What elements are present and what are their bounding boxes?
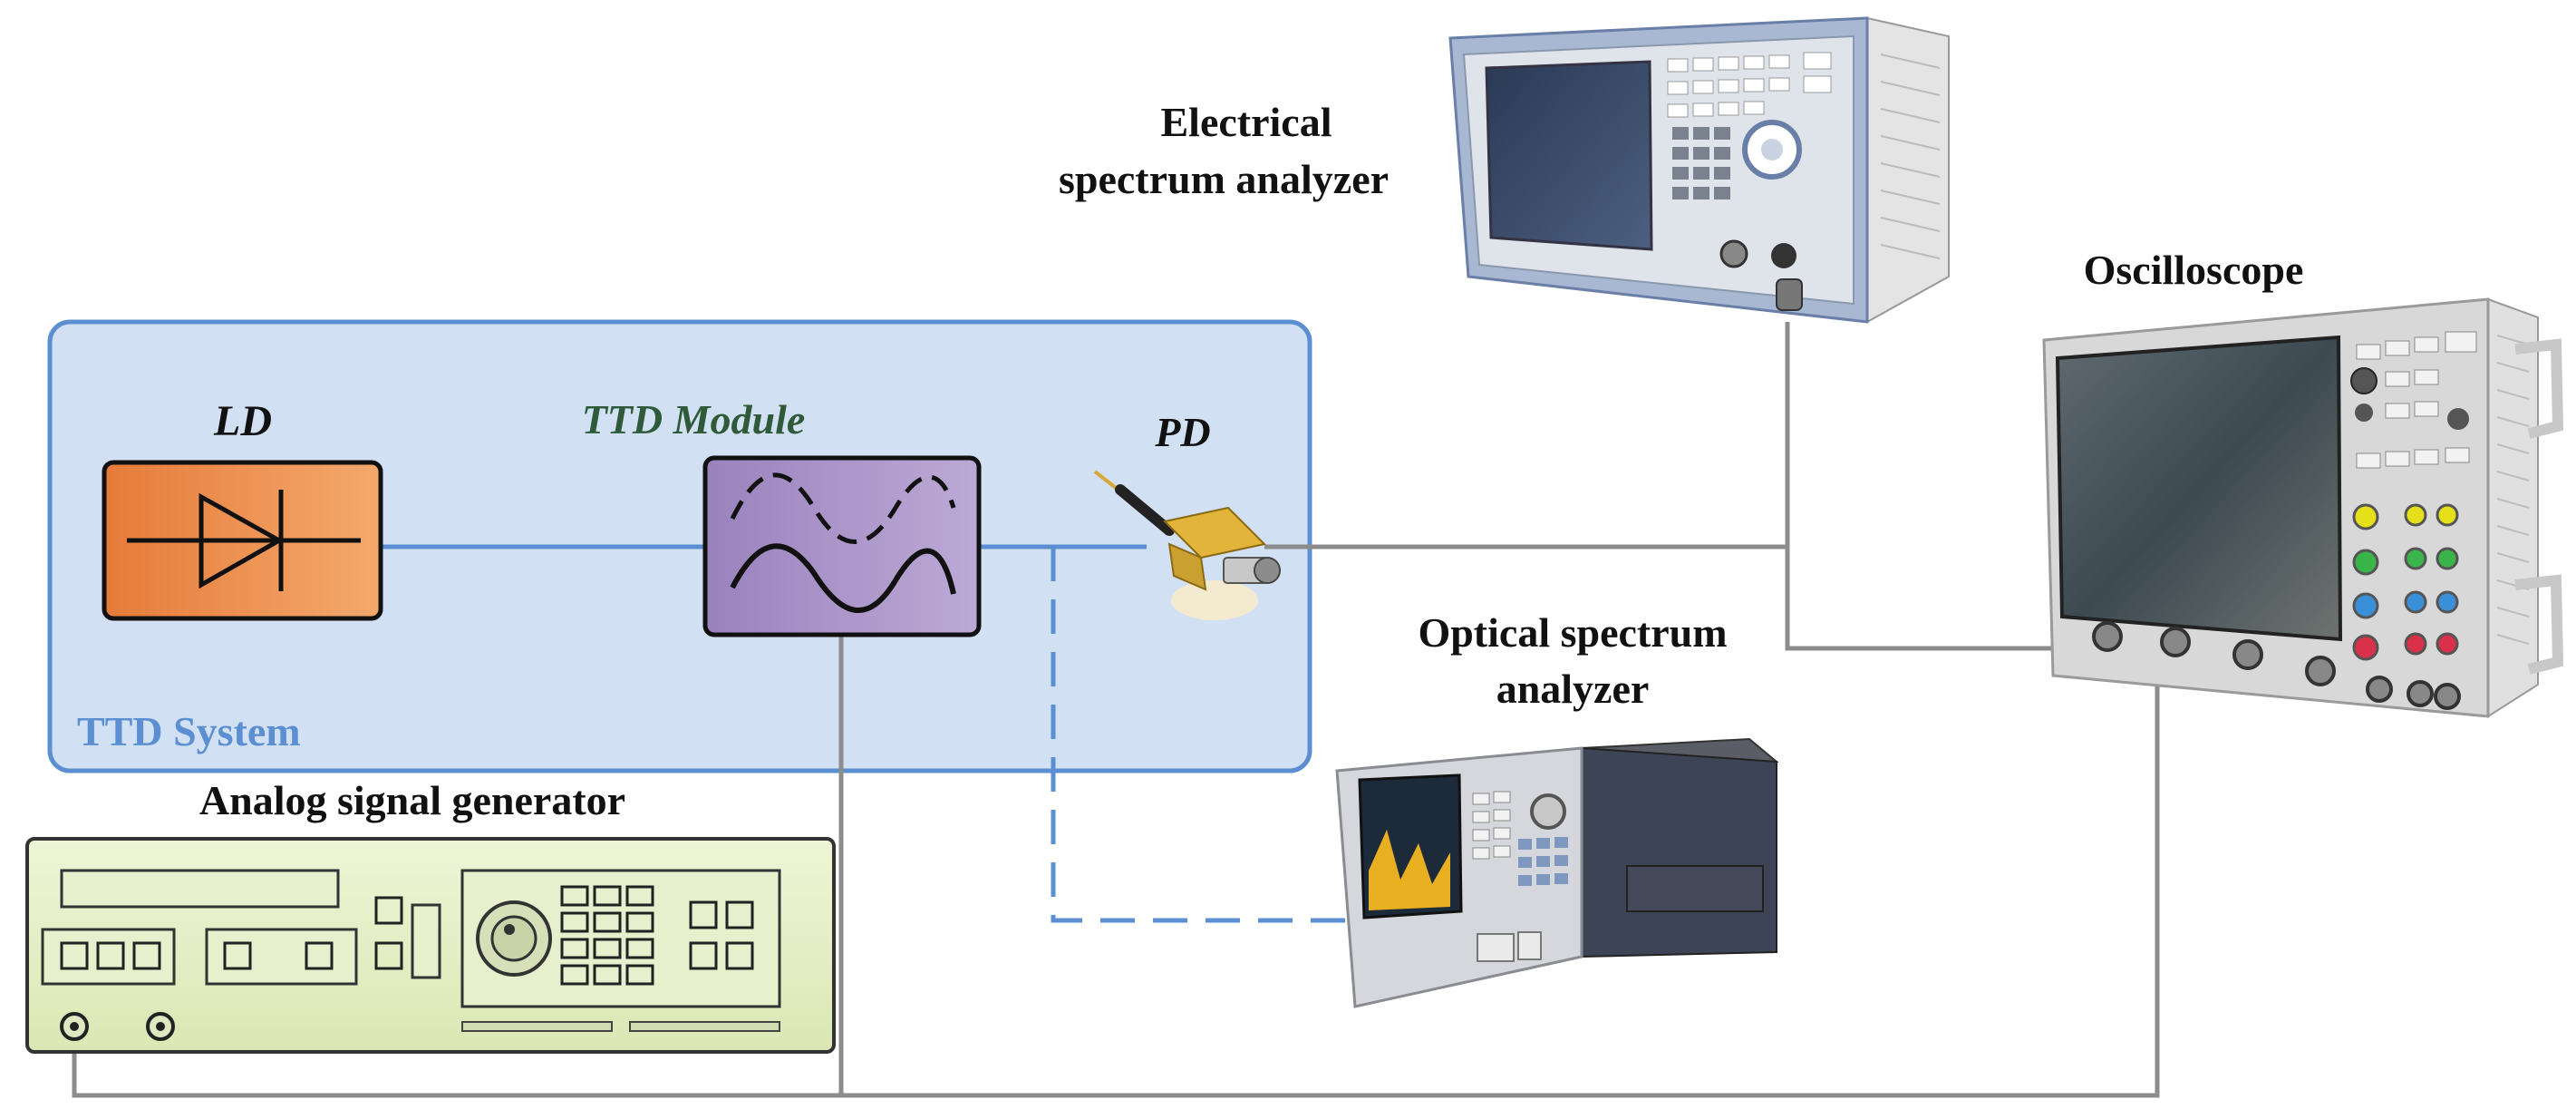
osa-label-line2: analyzer: [1496, 666, 1650, 712]
oscilloscope-icon: [2042, 297, 2564, 718]
esa-label-line1: Electrical: [1160, 99, 1332, 145]
pd-label: PD: [1154, 409, 1210, 455]
photodetector-icon: [1093, 470, 1281, 620]
ttd-module-block: [702, 455, 982, 637]
generator-label: Analog signal generator: [199, 777, 625, 823]
osa-label-line1: Optical spectrum: [1418, 609, 1727, 656]
diode-icon: [199, 492, 285, 589]
delayed-wave-icon: [730, 472, 956, 544]
signal-wave-icon: [730, 543, 956, 614]
oscilloscope-label: Oscilloscope: [2084, 247, 2304, 293]
optical-spectrum-analyzer-icon: [1335, 737, 1779, 1008]
cable-esa-to-oscilloscope: [1785, 322, 2076, 651]
ld-label: LD: [213, 397, 272, 445]
cable-generator-loop: [72, 662, 2160, 1098]
ttd-module-label: TTD Module: [582, 396, 806, 443]
esa-label-line2: spectrum analyzer: [1059, 156, 1389, 202]
fiber-to-optical-sa-dashed: [1051, 547, 1387, 923]
ld-block: [102, 460, 383, 621]
analog-signal-generator-icon: [25, 837, 836, 1054]
electrical-spectrum-analyzer-icon: [1448, 16, 1950, 324]
osa-knob-icon: [1530, 793, 1566, 830]
ttd-system-label: TTD System: [77, 708, 301, 754]
cable-pd-to-esa: [1264, 322, 1790, 550]
